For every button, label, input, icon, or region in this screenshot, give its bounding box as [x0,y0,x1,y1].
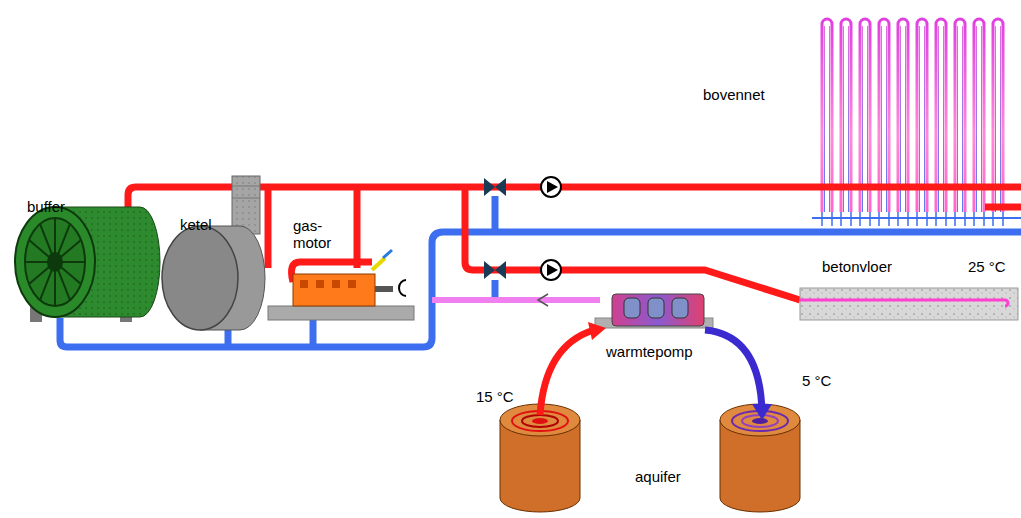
part-label: 15 °C [476,388,514,405]
part-label: 25 °C [968,258,1006,275]
heat-pump [595,294,713,328]
part-label: gas- motor [293,217,339,251]
part-label: bovennet [703,86,765,103]
boiler [162,176,265,330]
buffer-tank [15,207,160,322]
aquifer-well [500,404,800,512]
part-label: warmtepomp [606,343,693,360]
return-pipe [60,196,1021,347]
aquifer-flow [540,322,772,420]
part-label: buffer [27,198,65,215]
part-label: ketel [180,216,212,233]
part-label: betonvloer [822,258,892,275]
pump [541,177,561,280]
heatpump-pipe [432,294,600,306]
valve [484,178,506,279]
gas-engine [268,250,414,320]
part-label: aquifer [635,468,681,485]
bovennet-pipes [812,19,1021,226]
part-label: 5 °C [802,372,831,389]
concrete-floor [705,288,1018,320]
